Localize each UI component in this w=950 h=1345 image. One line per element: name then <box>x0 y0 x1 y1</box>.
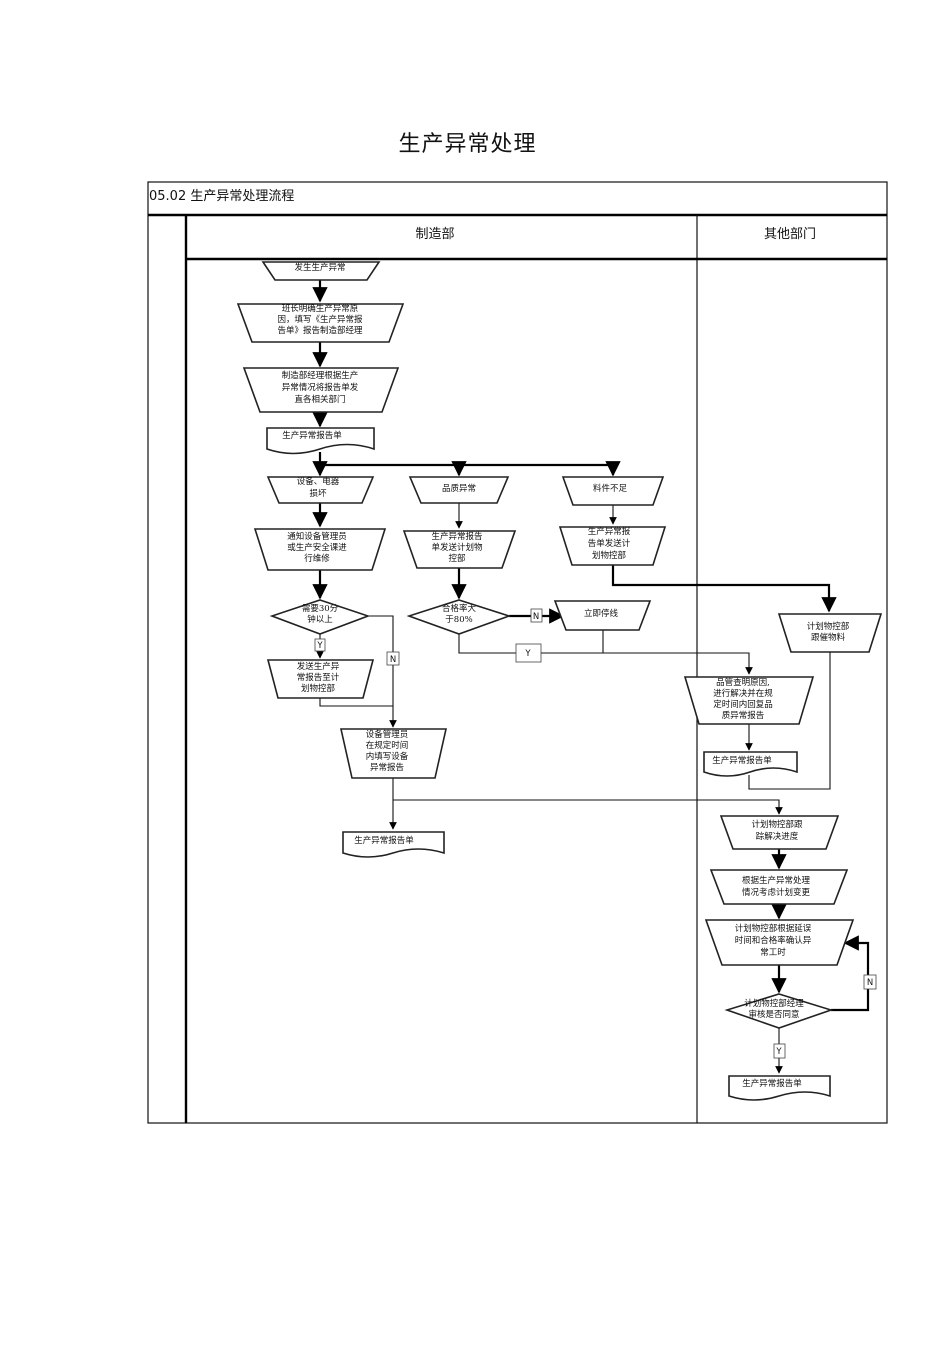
svg-text:生产异常报告单: 生产异常报告单 <box>282 430 342 441</box>
flow-node-quality-report-send: 生产异常报告单发送计划物控部 <box>402 530 517 569</box>
flow-node-equipment-damage: 设备、电器损坏 <box>266 476 375 504</box>
flow-node-material-shortage: 料件不足 <box>561 476 665 506</box>
edge-label-y-review: Y <box>775 1047 782 1057</box>
svg-text:生产异常报告单: 生产异常报告单 <box>742 1078 802 1089</box>
flow-node-track-progress: 计划物控部跟踪解决进度 <box>719 815 840 850</box>
svg-text:计划物控部跟催物料: 计划物控部跟催物料 <box>807 621 850 643</box>
flow-node-manager-distribute: 制造部经理根据生产异常情况将报告单发直各相关部门 <box>242 367 400 413</box>
edge-label-y-pass-rate: Y <box>524 649 531 659</box>
flow-node-occurrence: 发生生产异常 <box>261 261 381 281</box>
section-title: 05.02 生产异常处理流程 <box>149 189 294 204</box>
svg-text:计划物控部根据延误时间和合格率确认异常工时: 计划物控部根据延误时间和合格率确认异常工时 <box>735 923 812 958</box>
flow-node-report-doc-1: 生产异常报告单 <box>266 427 375 455</box>
flow-node-plan-change: 根据生产异常处理情况考虑计划变更 <box>709 869 849 905</box>
flow-node-report-doc-4: 生产异常报告单 <box>728 1075 831 1101</box>
flow-node-notify-maintenance: 通知设备管理员或生产安全课进行维修 <box>253 528 387 571</box>
flow-node-stop-line: 立即停线 <box>553 600 652 631</box>
page-title: 生产异常处理 <box>398 132 537 157</box>
svg-text:品质异常: 品质异常 <box>442 483 476 494</box>
column-header-other-departments: 其他部门 <box>764 227 816 242</box>
svg-text:根据生产异常处理情况考虑计划变更: 根据生产异常处理情况考虑计划变更 <box>742 875 811 898</box>
svg-text:生产异常报告单: 生产异常报告单 <box>354 835 414 846</box>
flow-node-confirm-hours: 计划物控部根据延误时间和合格率确认异常工时 <box>704 919 855 966</box>
flow-decision-manager-approve: 计划物控部经理审核是否同意 <box>724 993 834 1029</box>
svg-text:计划物控部经理审核是否同意: 计划物控部经理审核是否同意 <box>744 998 804 1020</box>
flow-node-quality-abnormal: 品质异常 <box>408 476 510 504</box>
svg-text:发生生产异常: 发生生产异常 <box>294 262 345 273</box>
svg-text:生产异常报告单发送计划物控部: 生产异常报告单发送计划物控部 <box>431 531 483 564</box>
flow-node-qc-investigate: 品管查明原因,进行解决并在规定时间内回复品质异常报告 <box>683 676 815 725</box>
edge-label-n-pass-rate: N <box>533 612 539 622</box>
column-header-manufacturing: 制造部 <box>415 227 454 242</box>
flow-node-send-to-planning: 发送生产异常报告至计划物控部 <box>266 659 375 699</box>
edge-label-y-need30: Y <box>316 641 323 651</box>
edge-label-n-review: N <box>867 978 873 988</box>
flow-node-report-doc-2: 生产异常报告单 <box>703 751 798 777</box>
flow-node-expedite-material: 计划物控部跟催物料 <box>777 613 883 653</box>
svg-text:制造部经理根据生产异常情况将报告单发直各相关部门: 制造部经理根据生产异常情况将报告单发直各相关部门 <box>282 370 359 405</box>
svg-text:设备、电器损坏: 设备、电器损坏 <box>297 476 340 499</box>
edge-label-n-need30: N <box>390 655 396 665</box>
flow-node-material-report-send: 生产异常报告单发送计划物控部 <box>558 526 667 566</box>
flow-decision-pass-rate: 合格率大于80% <box>406 599 512 635</box>
svg-text:料件不足: 料件不足 <box>593 483 628 494</box>
svg-text:设备管理员在规定时间内填写设备异常报告: 设备管理员在规定时间内填写设备异常报告 <box>366 729 409 773</box>
svg-text:通知设备管理员或生产安全课进行维修: 通知设备管理员或生产安全课进行维修 <box>287 531 347 564</box>
svg-text:品管查明原因,进行解决并在规定时间内回复品质异常报告: 品管查明原因,进行解决并在规定时间内回复品质异常报告 <box>713 677 773 721</box>
flow-node-team-leader-report: 班长明确生产异常原因，填写《生产异常报告单》报告制造部经理 <box>236 303 405 343</box>
svg-text:需要30分钟以上: 需要30分钟以上 <box>302 604 339 625</box>
flow-decision-need-30min: 需要30分钟以上 <box>269 599 371 635</box>
svg-text:合格率大于80%: 合格率大于80% <box>442 603 477 625</box>
flow-node-report-doc-3: 生产异常报告单 <box>342 831 445 858</box>
flow-edges <box>312 280 870 1074</box>
svg-text:发送生产异常报告至计划物控部: 发送生产异常报告至计划物控部 <box>297 661 340 694</box>
svg-text:计划物控部跟踪解决进度: 计划物控部跟踪解决进度 <box>751 819 803 842</box>
table-frame: 05.02 生产异常处理流程 制造部 其他部门 <box>147 181 888 1124</box>
edge-labels: Y N N Y N Y <box>314 608 877 1059</box>
svg-text:立即停线: 立即停线 <box>584 608 619 619</box>
svg-text:生产异常报告单发送计划物控部: 生产异常报告单发送计划物控部 <box>588 526 631 561</box>
flow-node-equipment-report: 设备管理员在规定时间内填写设备异常报告 <box>340 728 447 779</box>
svg-text:班长明确生产异常原因，填写《生产异常报告单》报告制造部经理: 班长明确生产异常原因，填写《生产异常报告单》报告制造部经理 <box>277 303 363 336</box>
svg-text:生产异常报告单: 生产异常报告单 <box>712 755 772 766</box>
